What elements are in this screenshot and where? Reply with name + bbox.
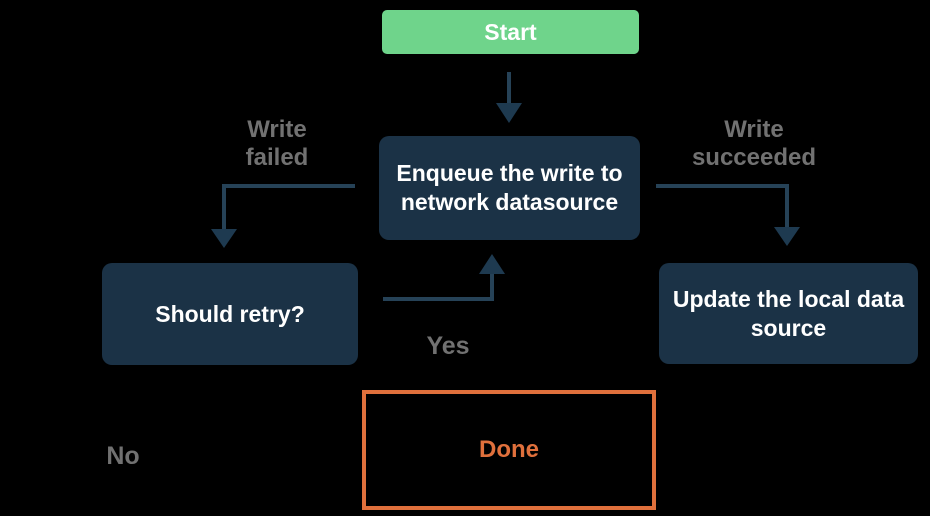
node-start-label: Start bbox=[484, 18, 537, 45]
node-done-label: Done bbox=[479, 436, 539, 463]
arrow-down-icon bbox=[774, 227, 800, 246]
node-should-retry: Should retry? bbox=[102, 263, 358, 365]
node-done: Done bbox=[362, 390, 656, 510]
edge-label-write-failed: Write failed bbox=[245, 116, 309, 171]
edge-should-retry-to-enqueue bbox=[383, 254, 505, 301]
edge-start-to-enqueue bbox=[496, 72, 522, 123]
arrow-up-icon bbox=[479, 254, 505, 274]
edge-label-write-succeeded: Write succeeded bbox=[691, 116, 817, 171]
node-update-local-source: Update the local data source bbox=[659, 263, 918, 364]
arrow-down-icon bbox=[211, 229, 237, 248]
node-start: Start bbox=[382, 10, 639, 54]
node-enqueue-write: Enqueue the write to network datasource bbox=[379, 136, 640, 240]
edge-label-no: No bbox=[106, 442, 140, 470]
node-update-local-source-label: Update the local data source bbox=[672, 285, 905, 341]
edge-enqueue-to-update-local-line bbox=[656, 184, 789, 228]
edge-enqueue-to-should-retry-line bbox=[222, 184, 355, 230]
edge-should-retry-to-enqueue-line bbox=[383, 273, 494, 301]
arrow-down-icon bbox=[496, 103, 522, 123]
edge-enqueue-to-update-local bbox=[656, 184, 800, 246]
edge-enqueue-to-should-retry bbox=[211, 184, 355, 248]
edge-label-yes: Yes bbox=[426, 332, 470, 360]
node-should-retry-label: Should retry? bbox=[155, 300, 305, 327]
node-enqueue-write-label: Enqueue the write to network datasource bbox=[396, 160, 623, 215]
